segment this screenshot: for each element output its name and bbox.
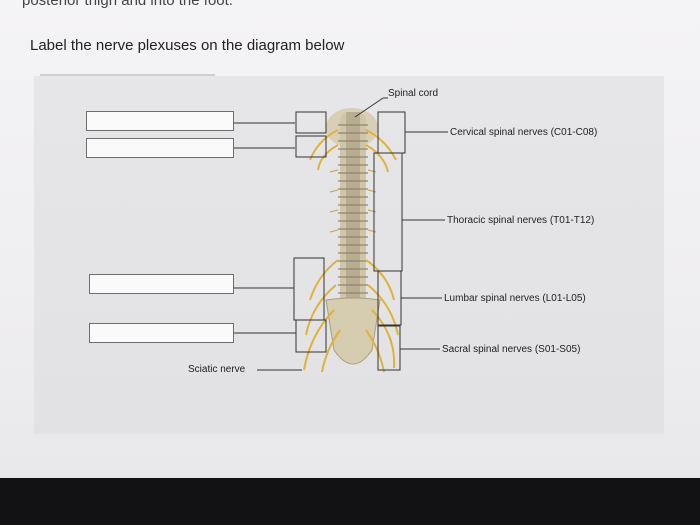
answer-box-3[interactable]	[89, 274, 234, 294]
label-cervical: Cervical spinal nerves (C01-C08)	[450, 127, 598, 138]
label-thoracic: Thoracic spinal nerves (T01-T12)	[447, 215, 595, 226]
previous-question-text: posterior thigh and into the foot.	[22, 0, 233, 9]
leader-lines	[233, 97, 448, 371]
answer-box-4[interactable]	[89, 323, 234, 343]
label-lumbar: Lumbar spinal nerves (L01-L05)	[444, 293, 586, 304]
screen-bezel	[0, 478, 700, 525]
label-spinal-cord: Spinal cord	[388, 88, 439, 99]
answer-box-1[interactable]	[86, 111, 234, 131]
spine-illustration	[303, 108, 399, 373]
answer-box-2[interactable]	[86, 138, 234, 158]
label-sacral: Sacral spinal nerves (S01-S05)	[442, 344, 581, 355]
question-prompt: Label the nerve plexuses on the diagram …	[30, 37, 345, 54]
label-sciatic: Sciatic nerve	[188, 364, 246, 375]
divider	[40, 74, 215, 77]
